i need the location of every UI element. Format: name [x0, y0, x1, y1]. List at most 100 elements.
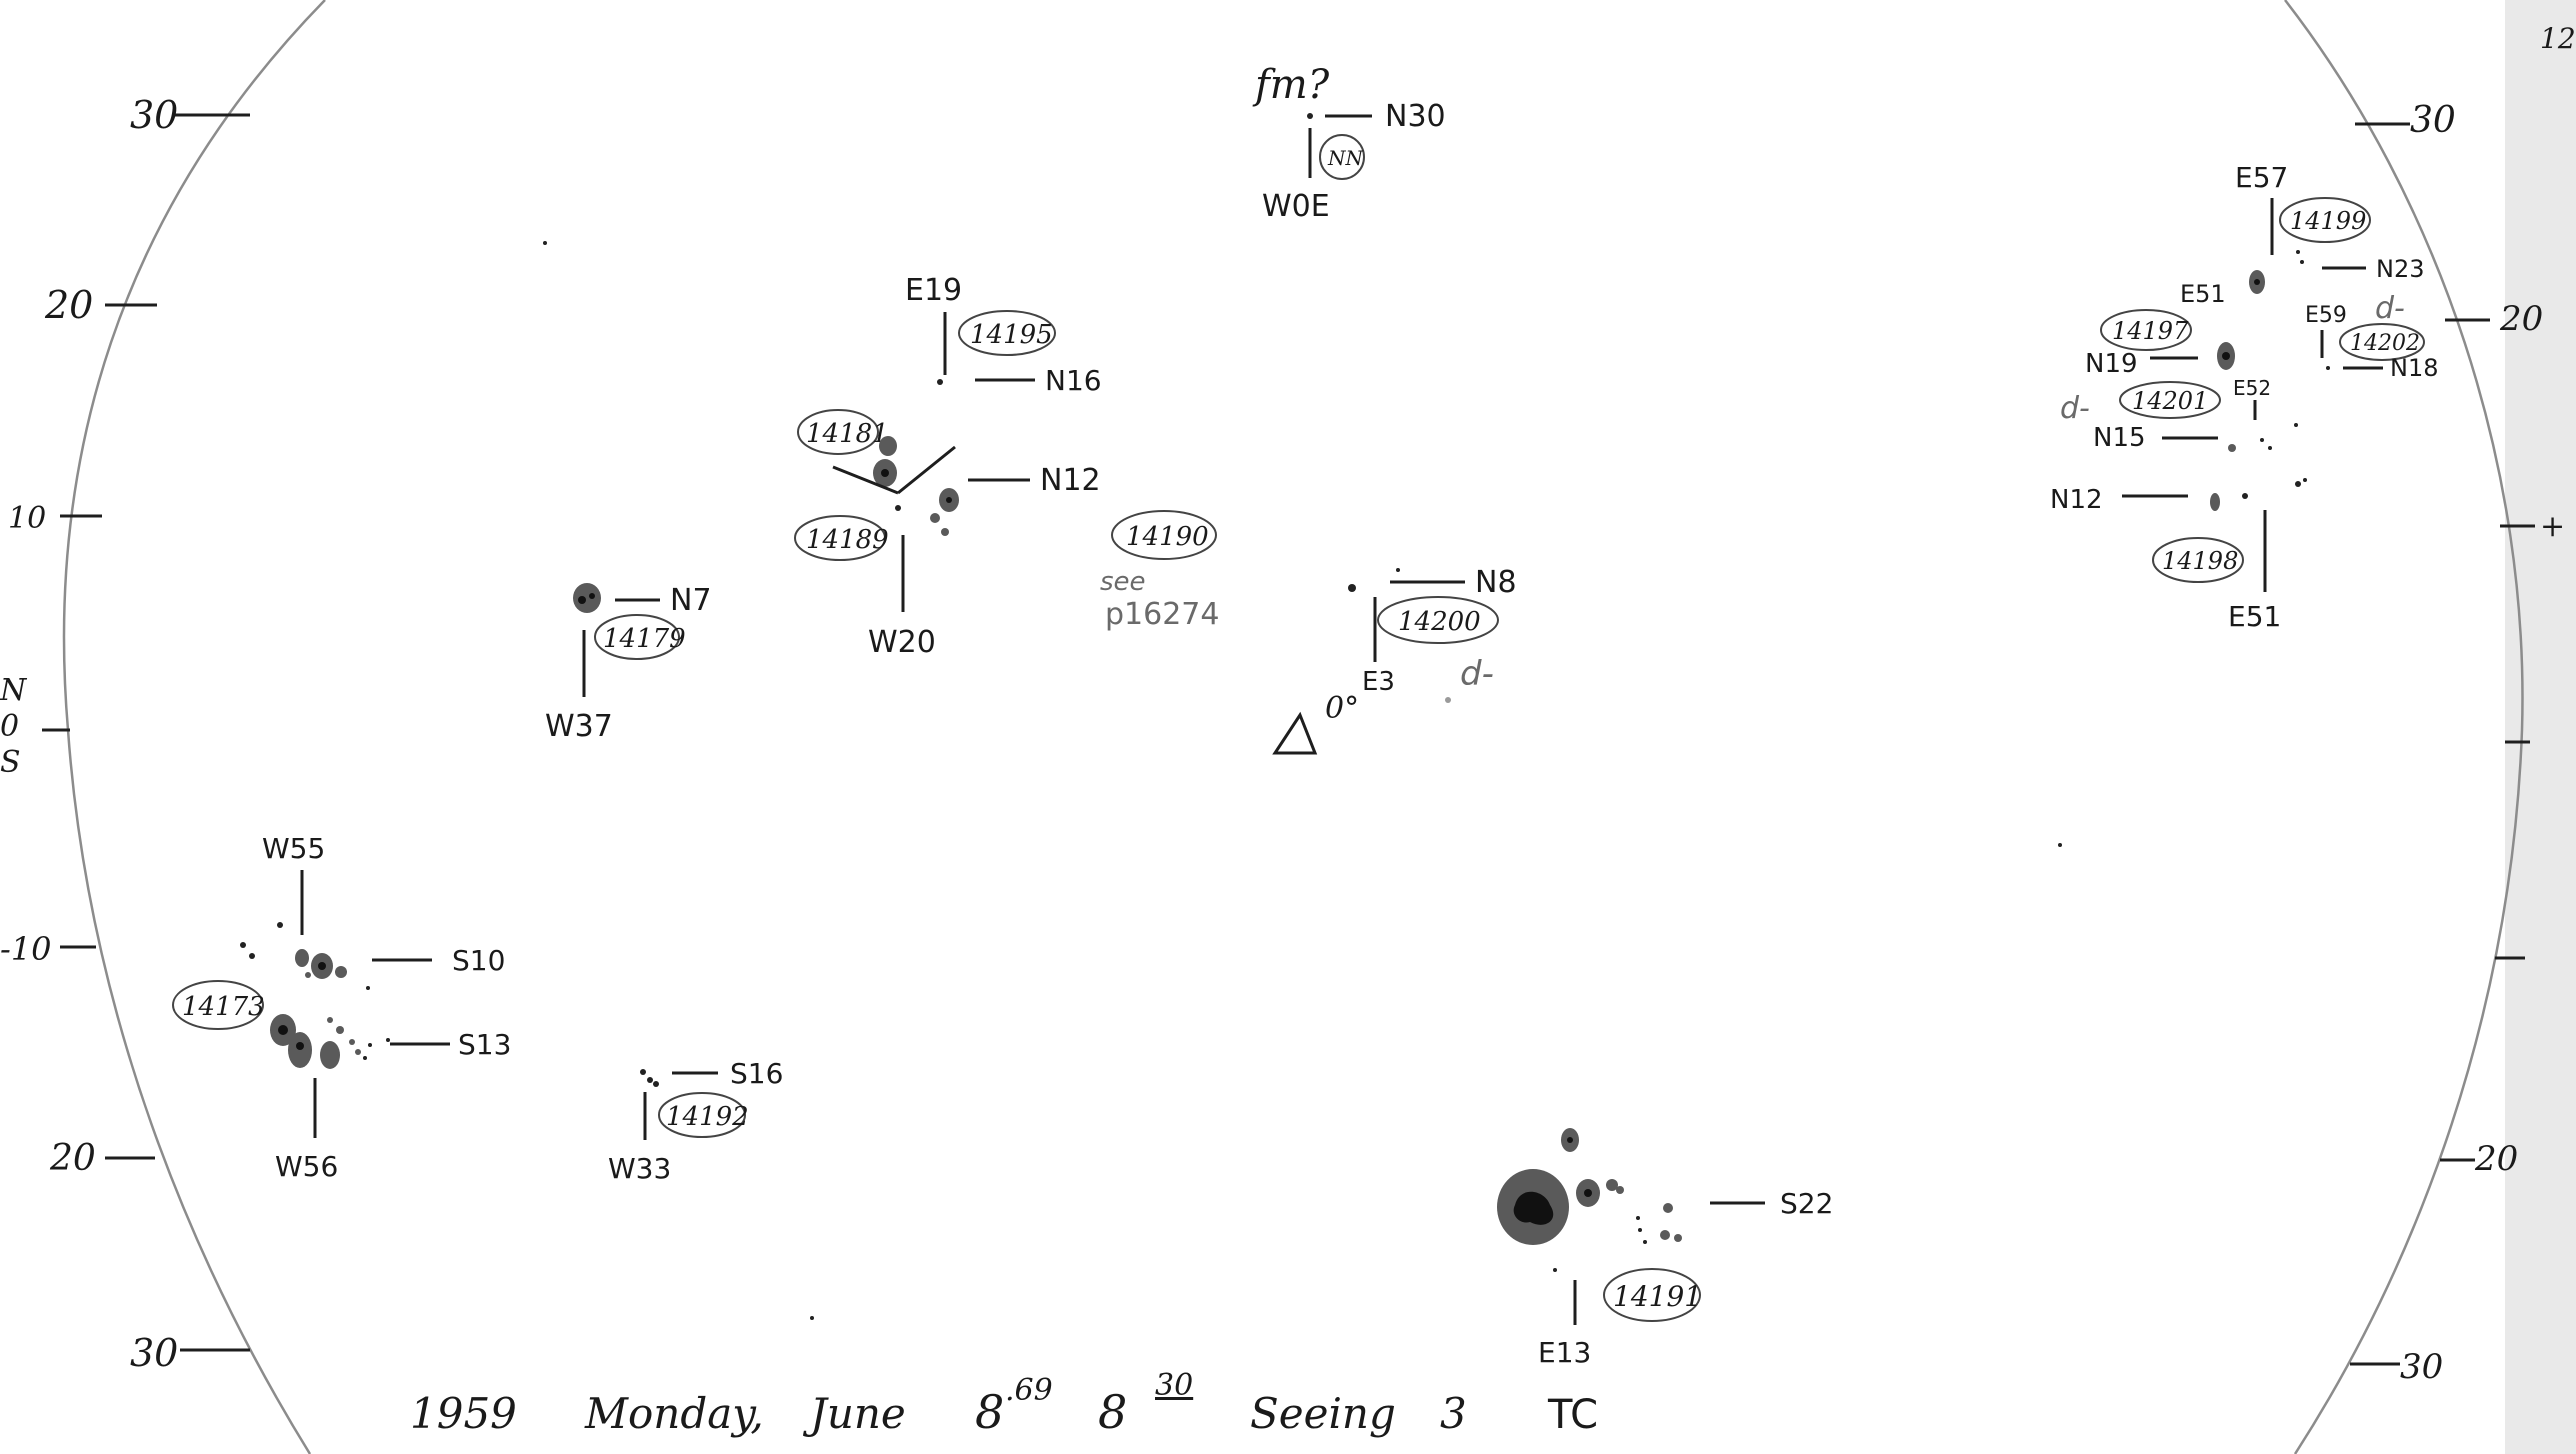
equator-label-n: N [0, 673, 28, 708]
group-14200: N8 14200 E3 d- [1348, 565, 1517, 703]
group-14190-note-see: see [1100, 567, 1146, 597]
scale-label-right-n10: + [2540, 509, 2565, 544]
group-14181-oval [797, 409, 879, 455]
group-14195: E19 14195 N16 [905, 273, 1102, 397]
footer-day: 8 [975, 1385, 1004, 1439]
group-14202: E59 d- 14202 N18 [2305, 291, 2439, 382]
group-14202-id: 14202 [2350, 331, 2420, 356]
group-14179-id: 14179 [603, 624, 686, 654]
group-14201: d- 14201 E52 N15 [2060, 376, 2298, 453]
group-14198: N12 14198 E51 [2050, 478, 2307, 633]
group-14173-id: 14173 [182, 992, 265, 1022]
group-14192-id: 14192 [666, 1102, 749, 1132]
scanner-edge-shadow [2505, 0, 2576, 1454]
group-14201-lat: N15 [2093, 423, 2146, 453]
group-14173: W55 S10 14173 S13 W56 [172, 832, 511, 1183]
group-14200-id: 14200 [1398, 607, 1481, 637]
group-nn-id: NN [1327, 146, 1365, 170]
group-14201-oval [2119, 381, 2221, 419]
group-nn-lon: W0E [1262, 189, 1330, 224]
group-14198-oval [2152, 537, 2244, 583]
group-14202-oval [2339, 323, 2425, 361]
group-14190-id: 14190 [1126, 522, 1209, 552]
stray-specks [366, 241, 2062, 1320]
group-nn-lat: N30 [1385, 99, 1446, 134]
group-14189-oval [794, 515, 886, 561]
group-14201-pencil-mark: d- [2060, 391, 2090, 426]
group-14200-lat: N8 [1475, 565, 1517, 600]
corner-mark: 12 [2540, 22, 2576, 55]
scale-label-right-n20: 20 [2499, 299, 2543, 339]
group-14179-lat: N7 [670, 583, 712, 618]
group-14189-id: 14189 [806, 525, 889, 555]
scale-label-right-n30: 30 [2410, 100, 2456, 141]
footer-hour: 8 [1098, 1385, 1127, 1439]
group-14195-lon: E19 [905, 273, 962, 308]
group-14181: 14181 N12 [797, 409, 1101, 536]
group-14198-id: 14198 [2162, 547, 2238, 575]
group-14181-lat: N12 [1040, 463, 1101, 498]
group-14192-oval [658, 1092, 746, 1138]
group-14195-lat: N16 [1045, 364, 1102, 397]
group-14201-id: 14201 [2132, 387, 2208, 415]
group-14191-lat: S22 [1780, 1187, 1833, 1220]
right-latitude-scale: 30 20 + 20 30 12 [2350, 22, 2576, 1387]
group-14173-oval [172, 980, 264, 1030]
observation-footer: 1959 Monday, June 8 .69 8 30 Seeing 3 TC [410, 1368, 1598, 1439]
group-14173-lat-top: S10 [452, 944, 505, 977]
left-latitude-scale: 30 20 10 -10 20 30 N 0 S [0, 93, 250, 1375]
group-14202-pencil-mark: d- [2375, 291, 2405, 326]
group-nn-oval [1319, 134, 1365, 180]
group-14191-id: 14191 [1613, 1280, 1702, 1313]
group-14173-lat-bottom: S13 [458, 1028, 511, 1061]
scale-label-left-n30: 30 [130, 93, 178, 137]
group-nn: fm? N30 NN W0E [1252, 62, 1446, 224]
scale-label-left-s30: 30 [130, 1331, 178, 1375]
group-14189: 14189 W20 [794, 515, 936, 660]
group-14198-lon: E51 [2228, 600, 2281, 633]
group-14192-lat: S16 [730, 1057, 783, 1090]
group-14173-lon-bottom: W56 [275, 1150, 338, 1183]
group-14191: S22 14191 E13 [1497, 1128, 1833, 1369]
group-14179-oval [594, 614, 680, 660]
center-reference: 0° [1272, 691, 1359, 755]
group-14179-lon: W37 [545, 709, 613, 744]
group-14191-oval [1603, 1268, 1701, 1322]
group-14200-lon: E3 [1362, 667, 1395, 697]
group-14199-oval [2279, 197, 2371, 243]
group-14190-oval [1111, 510, 1217, 560]
scale-label-left-n10: 10 [8, 501, 46, 536]
group-14199-id: 14199 [2290, 207, 2366, 235]
group-14192: S16 14192 W33 [608, 1057, 783, 1185]
group-14197-id: 14197 [2112, 317, 2189, 345]
footer-minute: 30 [1155, 1368, 1193, 1403]
footer-seeing-value: 3 [1440, 1389, 1467, 1438]
group-14190: 14190 see p16274 [1100, 510, 1219, 632]
footer-day-fraction: .69 [1005, 1373, 1053, 1408]
scale-label-right-s20: 20 [2474, 1139, 2518, 1179]
group-14200-pencil-mark: d- [1460, 654, 1494, 694]
scale-label-left-s20: 20 [49, 1138, 96, 1179]
group-14199-lon: E57 [2235, 161, 2288, 194]
group-14202-lat: N18 [2390, 354, 2439, 382]
group-14191-lon: E13 [1538, 1336, 1591, 1369]
group-14189-lon: W20 [868, 625, 936, 660]
group-14173-lon-top: W55 [262, 832, 325, 865]
footer-seeing-label: Seeing [1250, 1389, 1396, 1438]
group-14200-oval [1377, 596, 1499, 644]
footer-month: June [802, 1389, 906, 1438]
group-14199-lat: N23 [2376, 255, 2425, 283]
scale-label-left-n20: 20 [44, 283, 93, 327]
group-nn-note: fm? [1252, 62, 1330, 108]
group-14192-lon: W33 [608, 1152, 671, 1185]
group-14195-id: 14195 [970, 320, 1053, 350]
group-14202-lon: E59 [2305, 303, 2347, 328]
group-14197: E51 14197 N19 [2085, 270, 2265, 379]
center-reference-label: 0° [1325, 691, 1359, 726]
group-14179: N7 14179 W37 [545, 583, 712, 744]
footer-weekday: Monday, [584, 1389, 764, 1438]
footer-year: 1959 [410, 1389, 517, 1438]
equator-label-0: 0 [0, 709, 19, 744]
